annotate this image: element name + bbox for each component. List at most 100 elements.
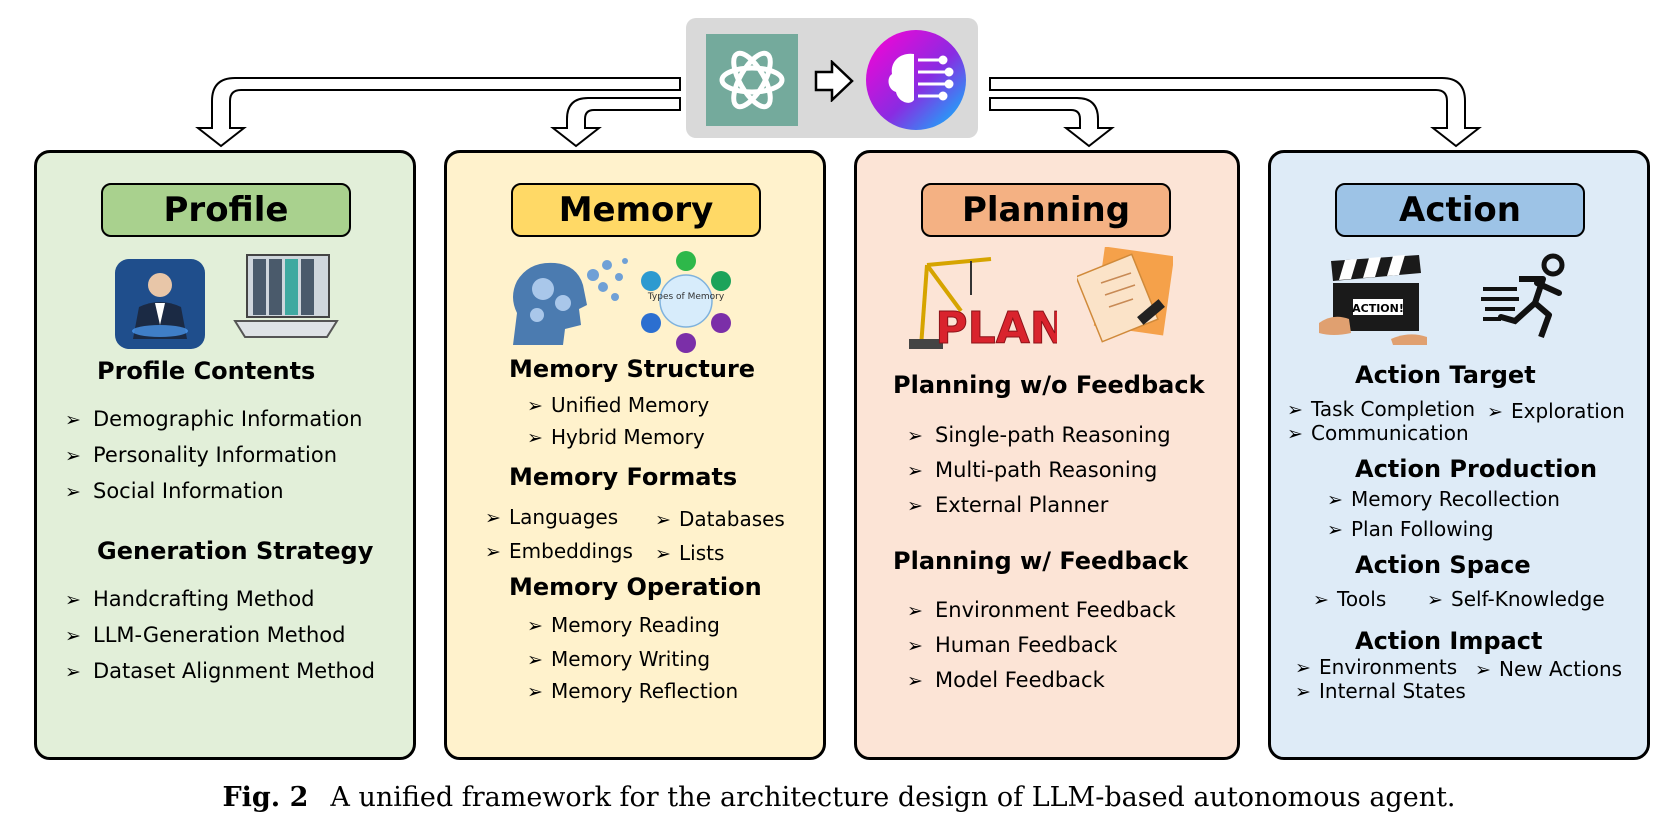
- bullet-icon: ➢: [65, 445, 81, 467]
- openai-logo-icon: [706, 34, 798, 126]
- action-impact-heading: Action Impact: [1355, 627, 1543, 655]
- bullet-icon: ➢: [527, 427, 543, 449]
- bullet-icon: ➢: [1427, 589, 1443, 611]
- bullet-icon: ➢: [485, 541, 501, 563]
- action-item: ➢Task Completion: [1287, 397, 1476, 421]
- action-item: ➢Communication: [1287, 421, 1469, 445]
- arrow-to-profile: [195, 77, 681, 148]
- bullet-icon: ➢: [1287, 423, 1303, 445]
- profile-item: ➢Personality Information: [65, 443, 338, 467]
- bullet-icon: ➢: [65, 481, 81, 503]
- bullet-icon: ➢: [1487, 401, 1503, 423]
- svg-text:Types of Memory: Types of Memory: [647, 292, 725, 302]
- businessman-icon: [115, 259, 205, 349]
- bullet-icon: ➢: [65, 661, 81, 683]
- memory-item: ➢Unified Memory: [527, 393, 710, 417]
- bullet-icon: ➢: [655, 543, 671, 565]
- memory-item: ➢Memory Reflection: [527, 679, 739, 703]
- planning-papers-icon: [1077, 247, 1173, 343]
- llm-hub: [686, 18, 978, 138]
- bullet-icon: ➢: [527, 395, 543, 417]
- memory-item: ➢Languages: [485, 505, 619, 529]
- figure-label: Fig. 2: [222, 782, 309, 813]
- memory-item: ➢Embeddings: [485, 539, 633, 563]
- memory-formats-heading: Memory Formats: [509, 463, 738, 491]
- action-item: ➢Plan Following: [1327, 517, 1494, 541]
- memory-item: ➢Databases: [655, 507, 785, 531]
- bullet-icon: ➢: [65, 625, 81, 647]
- planning-panel: Planning PLAN Planning w/o Feedback ➢Sin…: [854, 150, 1240, 760]
- bullet-icon: ➢: [65, 409, 81, 431]
- bullet-icon: ➢: [527, 649, 543, 671]
- profile-item: ➢Handcrafting Method: [65, 587, 315, 611]
- figure-caption-text: A unified framework for the architecture…: [330, 782, 1456, 813]
- bullet-icon: ➢: [907, 460, 923, 482]
- planning-item: ➢Environment Feedback: [907, 598, 1176, 622]
- planning-title: Planning: [921, 183, 1171, 237]
- profile-item: ➢Dataset Alignment Method: [65, 659, 375, 683]
- action-panel: Action ACTION! Action Target ➢Task Compl…: [1268, 150, 1650, 760]
- planning-without-feedback-heading: Planning w/o Feedback: [893, 371, 1205, 399]
- memory-operation-heading: Memory Operation: [509, 573, 762, 601]
- memory-structure-heading: Memory Structure: [509, 355, 756, 383]
- bullet-icon: ➢: [655, 509, 671, 531]
- memory-item: ➢Memory Reading: [527, 613, 720, 637]
- bullet-icon: ➢: [1475, 659, 1491, 681]
- bullet-icon: ➢: [1327, 489, 1343, 511]
- bullet-icon: ➢: [1295, 657, 1311, 679]
- profile-item: ➢Demographic Information: [65, 407, 363, 431]
- types-of-memory-icon: Types of Memory: [641, 251, 731, 353]
- memory-item: ➢Hybrid Memory: [527, 425, 705, 449]
- bullet-icon: ➢: [485, 507, 501, 529]
- action-production-heading: Action Production: [1355, 455, 1598, 483]
- planning-with-feedback-heading: Planning w/ Feedback: [893, 547, 1189, 575]
- arrow-to-memory: [550, 97, 681, 148]
- planning-item: ➢Human Feedback: [907, 633, 1118, 657]
- bullet-icon: ➢: [65, 589, 81, 611]
- profile-contents-heading: Profile Contents: [97, 357, 316, 385]
- brain-gears-icon: [513, 258, 628, 345]
- action-item: ➢New Actions: [1475, 657, 1623, 681]
- action-item: ➢Exploration: [1487, 399, 1625, 423]
- bullet-icon: ➢: [907, 425, 923, 447]
- action-item: ➢Internal States: [1295, 679, 1466, 703]
- action-item: ➢Environments: [1295, 655, 1458, 679]
- planning-item: ➢Model Feedback: [907, 668, 1105, 692]
- action-item: ➢Self-Knowledge: [1427, 587, 1605, 611]
- connector-arrows: [195, 77, 1482, 148]
- planning-item: ➢Multi-path Reasoning: [907, 458, 1158, 482]
- plan-crane-icon: PLAN: [909, 257, 1057, 355]
- types-of-memory-label: Types of Memory: [647, 292, 725, 302]
- bullet-icon: ➢: [907, 495, 923, 517]
- arrow-to-action: [989, 77, 1482, 148]
- profile-item: ➢Social Information: [65, 479, 284, 503]
- profile-title: Profile: [101, 183, 351, 237]
- action-space-heading: Action Space: [1355, 551, 1531, 579]
- memory-panel: Memory Types of Memory Memory Structure …: [444, 150, 826, 760]
- bullet-icon: ➢: [907, 600, 923, 622]
- action-item: ➢Memory Recollection: [1327, 487, 1560, 511]
- bullet-icon: ➢: [907, 670, 923, 692]
- bullet-icon: ➢: [1327, 519, 1343, 541]
- bullet-icon: ➢: [1295, 681, 1311, 703]
- profile-panel: Profile Profile Contents ➢Demographic In…: [34, 150, 416, 760]
- action-clapper-text: ACTION!: [1352, 302, 1404, 315]
- generation-strategy-heading: Generation Strategy: [97, 537, 374, 565]
- bullet-icon: ➢: [1313, 589, 1329, 611]
- clapperboard-icon: ACTION!: [1319, 255, 1427, 345]
- right-arrow-icon: [814, 60, 854, 102]
- arrow-to-planning: [989, 97, 1115, 148]
- planning-item: ➢Single-path Reasoning: [907, 423, 1171, 447]
- memory-item: ➢Lists: [655, 541, 725, 565]
- plan-text: PLAN: [935, 303, 1057, 354]
- profile-item: ➢LLM-Generation Method: [65, 623, 346, 647]
- ai-brain-icon: [866, 30, 966, 130]
- memory-title: Memory: [511, 183, 761, 237]
- memory-item: ➢Memory Writing: [527, 647, 711, 671]
- running-man-icon: [1481, 253, 1565, 339]
- bullet-icon: ➢: [527, 681, 543, 703]
- action-target-heading: Action Target: [1355, 361, 1536, 389]
- bullet-icon: ➢: [907, 635, 923, 657]
- action-item: ➢Tools: [1313, 587, 1387, 611]
- action-title: Action: [1335, 183, 1585, 237]
